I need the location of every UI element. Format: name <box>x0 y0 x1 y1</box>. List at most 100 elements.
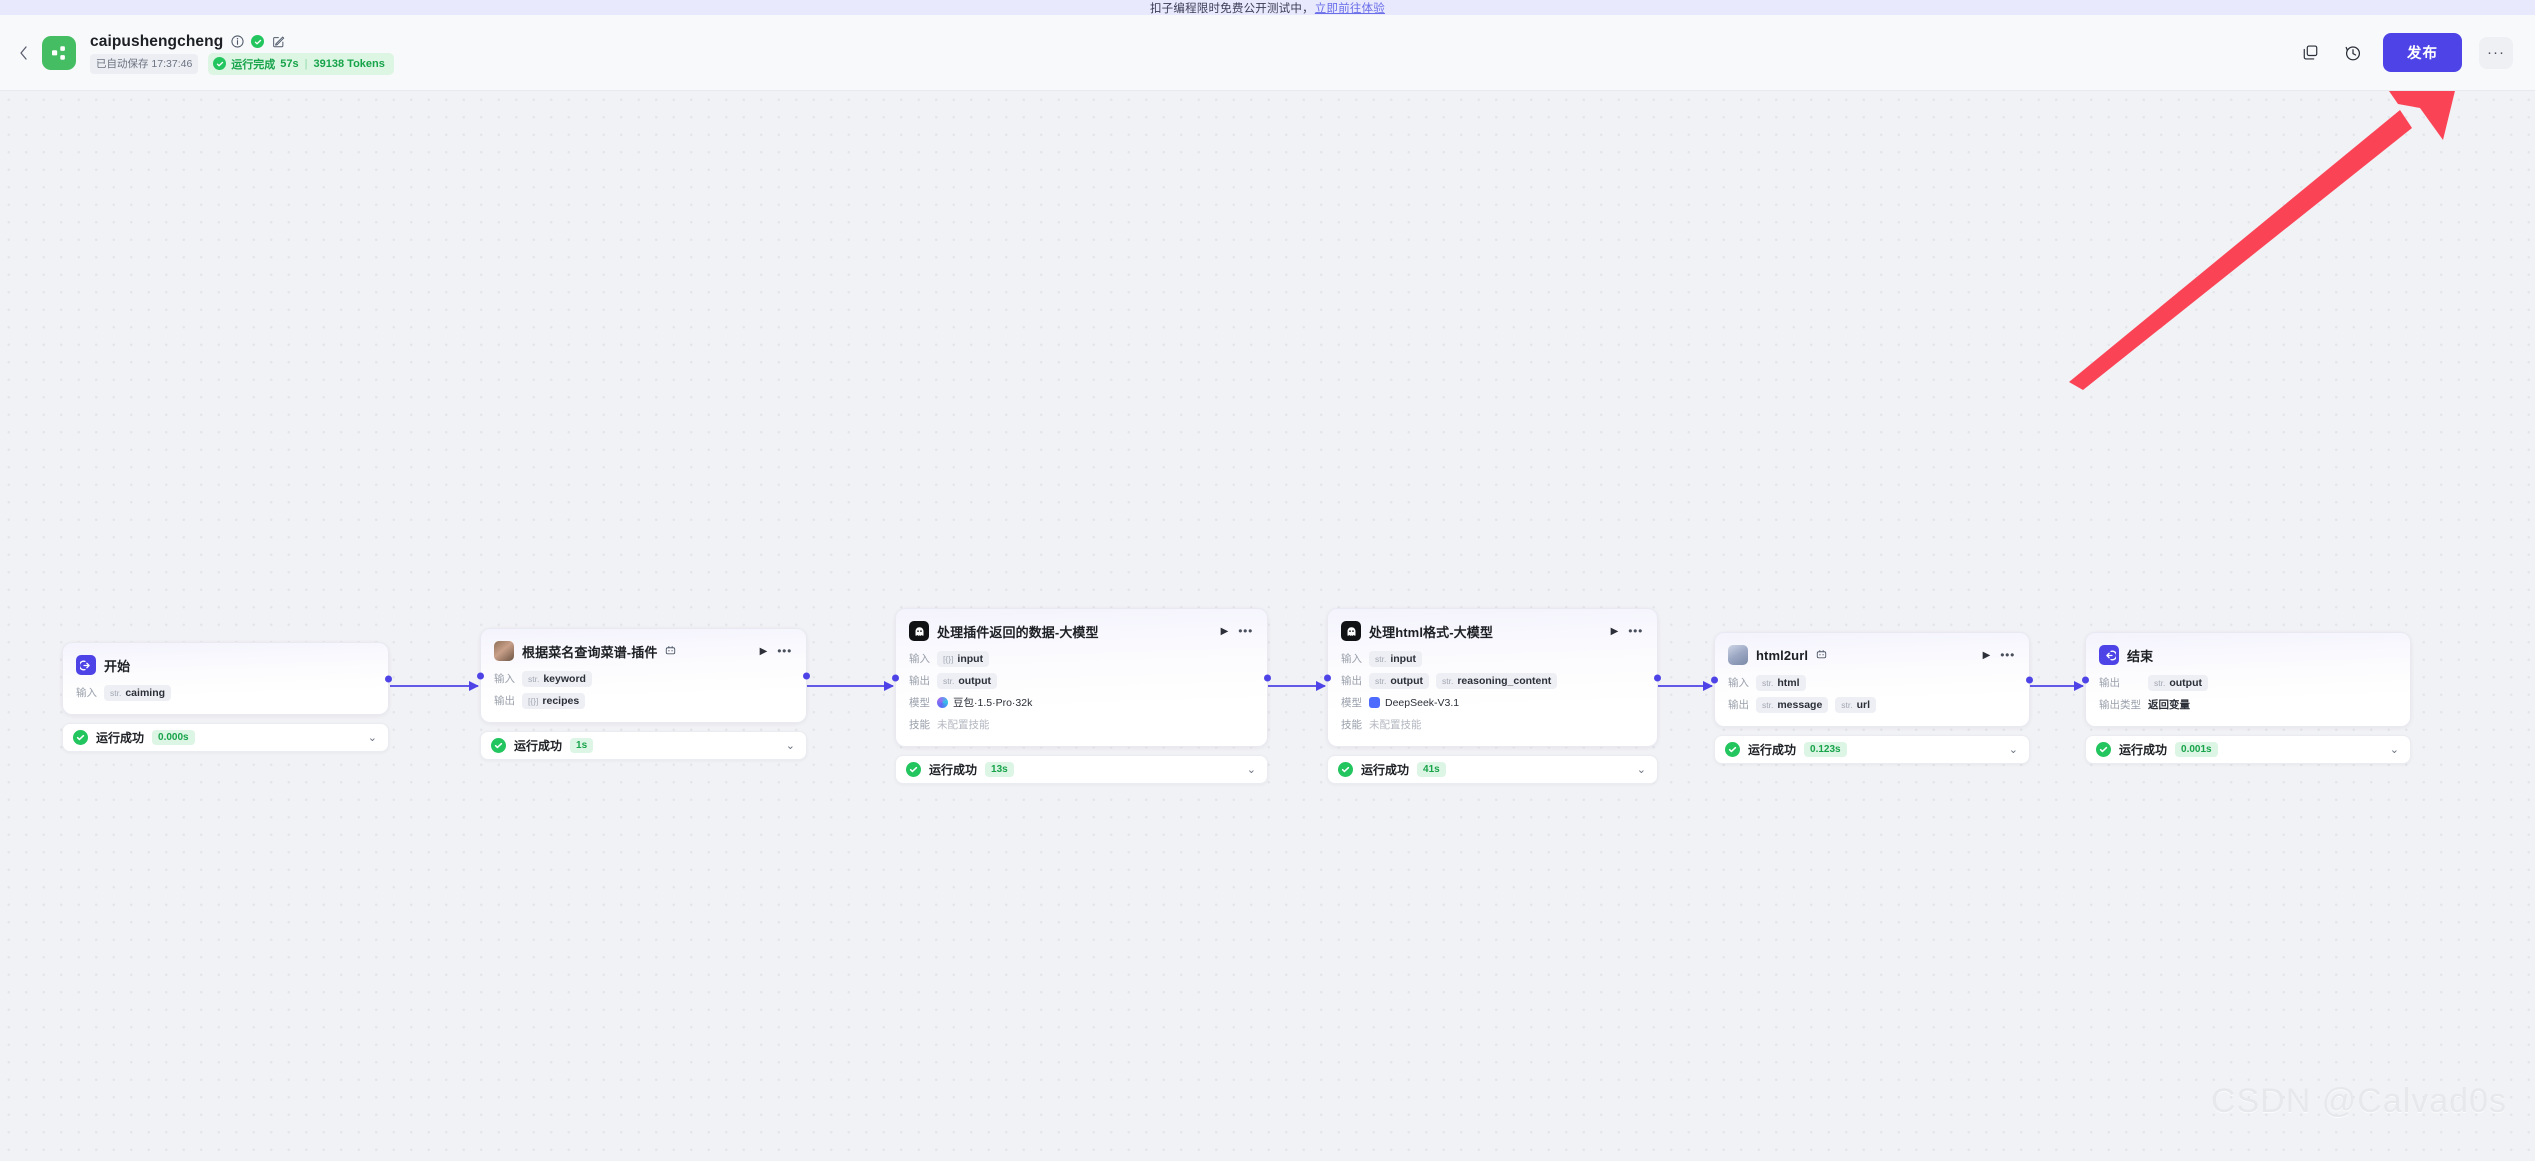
model-value: 豆包·1.5·Pro·32k <box>937 695 1032 710</box>
variable-name: caiming <box>125 686 166 699</box>
input-port[interactable] <box>892 674 899 681</box>
output-port[interactable] <box>385 675 392 682</box>
node-card[interactable]: html2url ▶ ••• 输入 str. html <box>1711 632 2033 727</box>
node-title: 处理html格式-大模型 <box>1369 624 1493 640</box>
run-duration: 1s <box>570 738 594 753</box>
node-row-output: 输出 str. output str. reasoning_content <box>1341 672 1643 689</box>
header-more-button[interactable]: ··· <box>2479 36 2513 69</box>
chevron-down-icon[interactable]: ⌄ <box>2389 744 2399 756</box>
success-check-icon <box>213 57 227 70</box>
node-rows: 输入 str. keyword 输出 [{}] recipes <box>494 670 792 709</box>
output-port[interactable] <box>2026 676 2033 683</box>
node-llm-plugin-data[interactable]: 处理插件返回的数据-大模型 ▶ ••• 输入 [{}] input 输出 str… <box>892 608 1271 784</box>
app-header: caipushengcheng 已自动保存 <box>0 15 2535 91</box>
node-more-button[interactable]: ••• <box>777 644 792 658</box>
success-check-icon <box>491 738 506 753</box>
history-clock-icon[interactable] <box>2340 40 2366 66</box>
doubao-model-icon <box>937 697 948 708</box>
promo-banner-link[interactable]: 立即前往体验 <box>1314 2 1385 15</box>
node-row-model: 模型 DeepSeek-V3.1 <box>1341 694 1643 711</box>
chevron-down-icon[interactable]: ⌄ <box>2008 744 2018 756</box>
variable-chip: str. input <box>1369 650 1422 667</box>
run-tokens: 39138 Tokens <box>313 57 385 70</box>
variable-chip: [{}] recipes <box>522 692 586 709</box>
node-row-input: 输入 str. caiming <box>76 684 374 701</box>
edit-pencil-icon[interactable] <box>271 35 285 49</box>
input-port[interactable] <box>1324 674 1331 681</box>
node-card[interactable]: 结束 输出 str. output 输出类型 返回变量 <box>2082 632 2411 727</box>
header-actions: 发布 ··· <box>2297 33 2513 72</box>
variable-name: message <box>1777 698 1823 711</box>
run-duration: 0.000s <box>152 730 195 745</box>
node-more-button[interactable]: ••• <box>1628 624 1643 638</box>
run-duration: 0.001s <box>2175 742 2218 757</box>
run-node-button[interactable]: ▶ <box>1220 625 1229 637</box>
variable-type: [{}] <box>943 653 954 664</box>
variable-name: output <box>958 674 991 687</box>
input-port[interactable] <box>2082 676 2089 683</box>
chevron-down-icon[interactable]: ⌄ <box>367 732 377 744</box>
variable-type: str. <box>1442 675 1454 686</box>
run-duration: 57s <box>280 57 299 70</box>
variable-chip: [{}] input <box>937 650 990 667</box>
node-card[interactable]: 开始 输入 str. caiming <box>62 642 392 715</box>
node-plugin-recipe[interactable]: 根据菜名查询菜谱-插件 ▶ ••• 输入 str. ke <box>477 628 810 760</box>
workflow-logo-icon <box>42 35 76 70</box>
end-arrow-icon <box>2099 645 2119 665</box>
node-run-status[interactable]: 运行成功 0.000s ⌄ <box>62 723 389 752</box>
node-row-input: 输入 str. html <box>1728 674 2015 691</box>
node-run-status[interactable]: 运行成功 41s ⌄ <box>1327 755 1658 784</box>
run-node-button[interactable]: ▶ <box>1610 625 1619 637</box>
node-run-status[interactable]: 运行成功 0.001s ⌄ <box>2085 735 2411 764</box>
node-more-button[interactable]: ••• <box>2000 648 2015 662</box>
variable-chip: str. message <box>1756 696 1829 713</box>
plugin-badge-icon <box>665 645 677 657</box>
workflow-canvas[interactable]: 开始 输入 str. caiming 运行成功 0.000s ⌄ <box>0 91 2535 1161</box>
output-port[interactable] <box>1654 674 1661 681</box>
node-llm-html-format[interactable]: 处理html格式-大模型 ▶ ••• 输入 str. input 输出 str. <box>1324 608 1661 784</box>
node-row-output: 输出 str. output <box>2099 674 2396 691</box>
node-rows: 输入 str. caiming <box>76 684 374 701</box>
promo-banner: 扣子编程限时免费公开测试中， 立即前往体验 <box>0 0 2535 15</box>
model-name: 豆包·1.5·Pro·32k <box>953 697 1033 709</box>
chevron-down-icon[interactable]: ⌄ <box>1636 764 1646 776</box>
chevron-down-icon[interactable]: ⌄ <box>1246 764 1256 776</box>
run-duration: 13s <box>985 762 1014 777</box>
node-more-button[interactable]: ••• <box>1238 624 1253 638</box>
variable-chip: str. html <box>1756 674 1806 691</box>
duplicate-icon[interactable] <box>2297 40 2323 66</box>
plugin-badge-icon <box>1816 649 1828 661</box>
node-run-status[interactable]: 运行成功 1s ⌄ <box>480 731 807 760</box>
variable-name: input <box>1390 652 1416 665</box>
output-port[interactable] <box>1264 674 1271 681</box>
node-run-status[interactable]: 运行成功 0.123s ⌄ <box>1714 735 2030 764</box>
output-port[interactable] <box>803 672 810 679</box>
input-port[interactable] <box>1711 676 1718 683</box>
info-icon[interactable] <box>230 35 244 49</box>
back-button[interactable] <box>10 40 36 66</box>
publish-button[interactable]: 发布 <box>2383 33 2462 72</box>
autosave-status: 已自动保存 17:37:46 <box>90 53 199 74</box>
skill-value: 未配置技能 <box>1369 719 1422 731</box>
node-run-status[interactable]: 运行成功 13s ⌄ <box>895 755 1268 784</box>
row-label: 模型 <box>1341 697 1362 709</box>
node-html2url[interactable]: html2url ▶ ••• 输入 str. html <box>1711 632 2033 764</box>
variable-type: str. <box>1762 699 1774 710</box>
variable-type: str. <box>1375 653 1387 664</box>
model-value: DeepSeek-V3.1 <box>1369 697 1459 709</box>
node-end[interactable]: 结束 输出 str. output 输出类型 返回变量 <box>2082 632 2411 764</box>
row-label: 输出 <box>494 695 515 707</box>
run-node-button[interactable]: ▶ <box>759 645 768 657</box>
node-start[interactable]: 开始 输入 str. caiming 运行成功 0.000s ⌄ <box>62 642 392 752</box>
plugin-avatar-icon <box>494 641 514 661</box>
deepseek-model-icon <box>1369 697 1380 708</box>
variable-name: output <box>1390 674 1423 687</box>
node-card[interactable]: 处理html格式-大模型 ▶ ••• 输入 str. input 输出 str. <box>1324 608 1661 747</box>
variable-name: reasoning_content <box>1457 674 1552 687</box>
node-card[interactable]: 处理插件返回的数据-大模型 ▶ ••• 输入 [{}] input 输出 str… <box>892 608 1271 747</box>
run-node-button[interactable]: ▶ <box>1982 649 1991 661</box>
variable-chip: str. keyword <box>522 670 592 687</box>
chevron-down-icon[interactable]: ⌄ <box>785 740 795 752</box>
input-port[interactable] <box>477 672 484 679</box>
node-card[interactable]: 根据菜名查询菜谱-插件 ▶ ••• 输入 str. ke <box>477 628 810 723</box>
